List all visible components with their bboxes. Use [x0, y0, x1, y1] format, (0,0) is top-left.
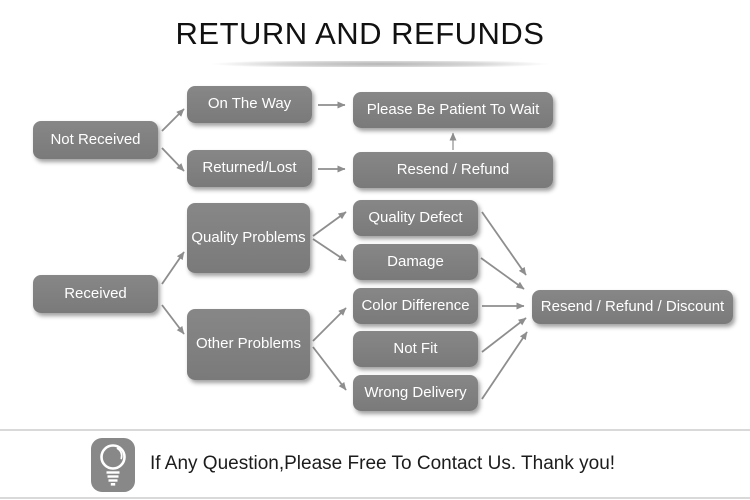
- node-not-received: Not Received: [33, 121, 158, 159]
- footer-bottom-divider: [0, 497, 750, 499]
- node-returned-lost: Returned/Lost: [187, 150, 312, 187]
- title-underline: [155, 61, 605, 67]
- node-please-wait: Please Be Patient To Wait: [353, 92, 553, 128]
- node-received: Received: [33, 275, 158, 313]
- node-quality-defect: Quality Defect: [353, 200, 478, 236]
- node-damage: Damage: [353, 244, 478, 280]
- lightbulb-badge: [91, 438, 135, 492]
- page-title: RETURN AND REFUNDS: [175, 16, 545, 51]
- node-resend-refund: Resend / Refund: [353, 152, 553, 188]
- footer-message: If Any Question,Please Free To Contact U…: [150, 453, 616, 474]
- node-on-the-way: On The Way: [187, 86, 312, 123]
- node-color-difference: Color Difference: [353, 288, 478, 324]
- lightbulb-icon: [100, 444, 126, 486]
- node-wrong-delivery: Wrong Delivery: [353, 375, 478, 411]
- node-quality-problems: Quality Problems: [187, 203, 310, 273]
- footer-top-divider: [0, 429, 750, 431]
- node-other-problems: Other Problems: [187, 309, 310, 380]
- node-not-fit: Not Fit: [353, 331, 478, 367]
- node-resend-refund-discount: Resend / Refund / Discount: [532, 290, 733, 324]
